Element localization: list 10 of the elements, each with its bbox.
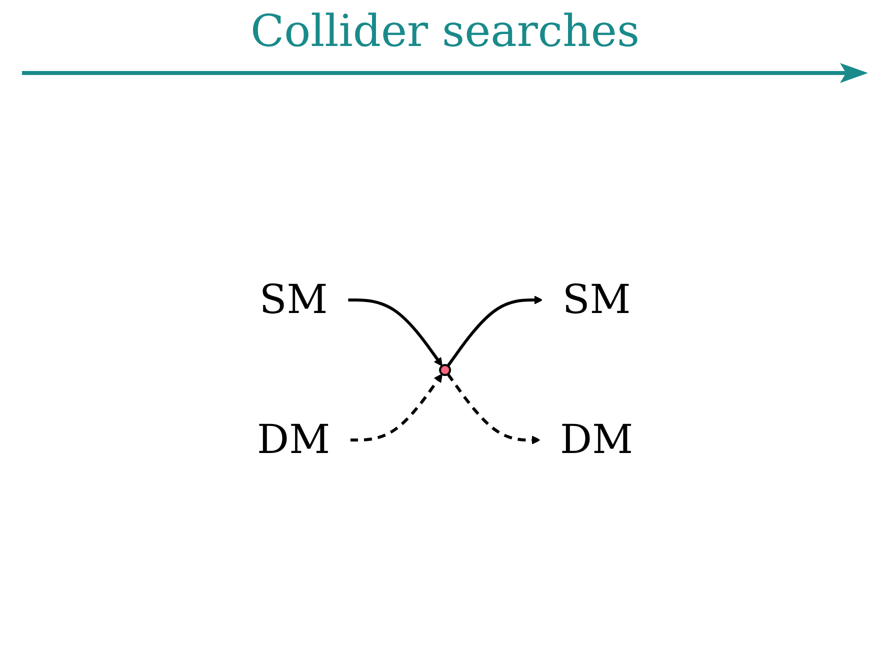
node-text: DM (560, 417, 634, 463)
node-circle (439, 364, 451, 376)
arrow (446, 296, 543, 367)
title: Collider searches (250, 6, 640, 57)
node-text: SM (562, 277, 631, 323)
arrow (348, 298, 442, 366)
node-text: DM (256, 417, 330, 463)
node-text: SM (259, 277, 328, 323)
arrow (446, 373, 540, 444)
arrow (350, 374, 442, 442)
